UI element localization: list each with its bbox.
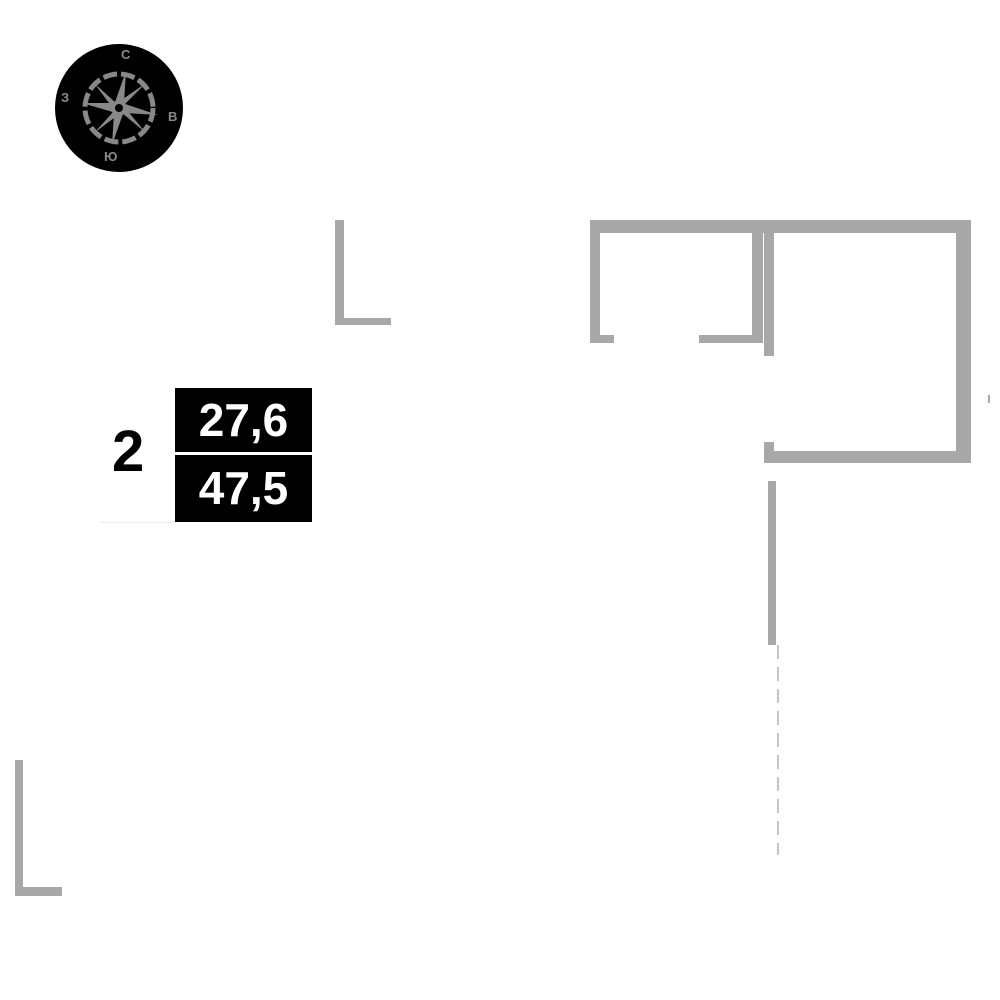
label-underline	[100, 522, 175, 523]
wall	[699, 335, 763, 343]
compass-east-label: В	[168, 109, 178, 124]
compass-west-label: З	[61, 90, 70, 105]
wall	[768, 481, 776, 645]
wall	[752, 220, 763, 343]
wall	[764, 233, 774, 356]
wall	[590, 220, 971, 233]
wall	[988, 395, 990, 403]
compass: С З В Ю	[54, 43, 184, 173]
total-area-label: 47,5	[175, 455, 312, 522]
compass-south-label: Ю	[104, 149, 118, 164]
living-area-label: 27,6	[175, 388, 312, 452]
wall	[15, 887, 62, 896]
wall	[764, 442, 774, 463]
wall	[956, 220, 971, 463]
wall	[590, 220, 600, 343]
wall	[335, 220, 344, 325]
wall	[15, 760, 23, 896]
wall	[335, 318, 391, 325]
compass-rose-icon	[55, 44, 183, 172]
wall	[590, 335, 614, 343]
wall	[764, 451, 971, 463]
room-number: 2	[112, 419, 145, 484]
compass-north-label: С	[121, 47, 131, 62]
